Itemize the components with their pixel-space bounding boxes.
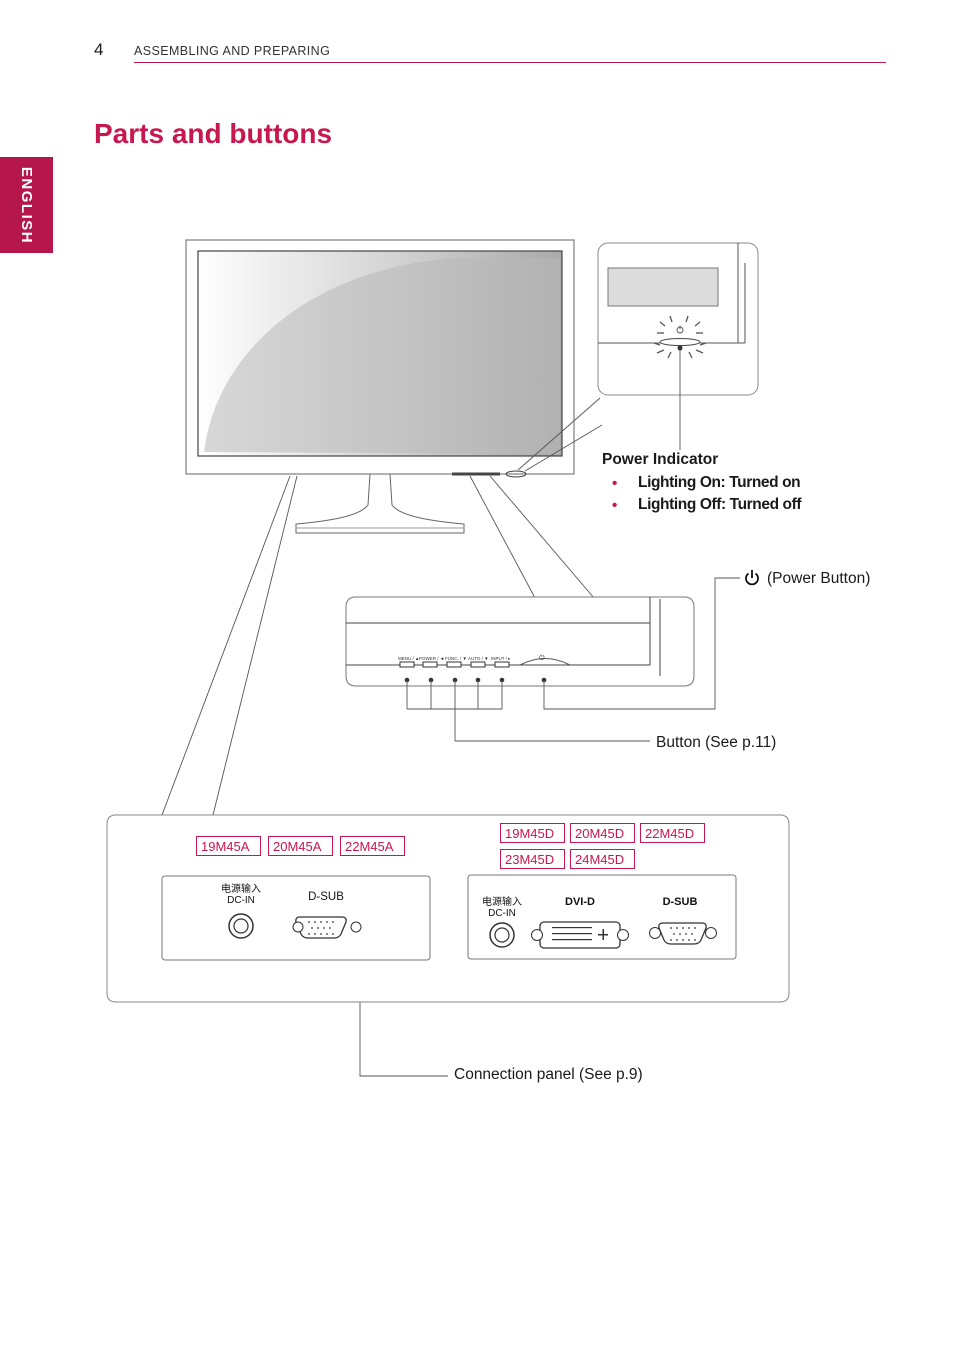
dc-in-port-a (228, 913, 254, 939)
language-tab: ENGLISH (0, 157, 53, 253)
bullet-icon: • (612, 474, 617, 492)
dsub-port-d (649, 922, 717, 945)
page-number: 4 (94, 40, 104, 59)
model-tag: 22M45D (640, 823, 705, 843)
model-tag: 23M45D (500, 849, 565, 869)
power-indicator-heading: Power Indicator (602, 451, 719, 468)
model-tag: 20M45D (570, 823, 635, 843)
connection-panel-label: Connection panel (See p.9) (454, 1066, 643, 1083)
svg-text:AUTO / ▼: AUTO / ▼ (468, 656, 489, 661)
model-tag: 22M45A (340, 836, 405, 856)
page-heading: Parts and buttons (94, 118, 333, 149)
svg-text:POWER / ◄: POWER / ◄ (419, 656, 444, 661)
dc-in-port-d (489, 922, 515, 948)
dc-in-label-cn: 电源输入 (482, 897, 522, 908)
section-title: ASSEMBLING AND PREPARING (134, 44, 331, 58)
dvi-label: DVI-D (565, 896, 595, 908)
dvi-port (531, 921, 629, 949)
monitor-front (185, 239, 575, 534)
power-symbol-icon (745, 570, 759, 586)
dc-in-label-d: 电源输入 DC-IN (477, 897, 527, 919)
dc-in-label-en: DC-IN (227, 895, 255, 906)
model-tag: 24M45D (570, 849, 635, 869)
dsub-label-a: D-SUB (308, 891, 344, 903)
dc-in-label-en: DC-IN (488, 908, 516, 919)
model-tag: 19M45A (196, 836, 261, 856)
power-indicator-zoom (597, 242, 759, 396)
power-button-label: (Power Button) (767, 570, 871, 587)
model-tag: 19M45D (500, 823, 565, 843)
svg-text:MENU / ▲: MENU / ▲ (398, 656, 419, 661)
power-indicator-item: • Lighting Off: Turned off (612, 496, 802, 514)
power-indicator-item-label: Lighting Off: Turned off (638, 496, 802, 513)
header-rule (134, 62, 886, 63)
dc-in-label-a: 电源输入 DC-IN (216, 884, 266, 906)
svg-text:FUNC. / ▼: FUNC. / ▼ (445, 656, 467, 661)
svg-text:⏻: ⏻ (539, 654, 545, 662)
dc-in-label-cn: 电源输入 (221, 884, 261, 895)
power-indicator-item: • Lighting On: Turned on (612, 474, 801, 492)
button-label: Button (See p.11) (656, 734, 777, 751)
svg-text:INPUT / ▸: INPUT / ▸ (491, 656, 511, 661)
dsub-port-a (292, 916, 362, 939)
model-tag: 20M45A (268, 836, 333, 856)
power-indicator-item-label: Lighting On: Turned on (638, 474, 801, 491)
dsub-label-d: D-SUB (662, 896, 698, 908)
bullet-icon: • (612, 496, 617, 514)
button-closeup: MENU / ▲ POWER / ◄ FUNC. / ▼ AUTO / ▼ IN… (345, 596, 695, 687)
